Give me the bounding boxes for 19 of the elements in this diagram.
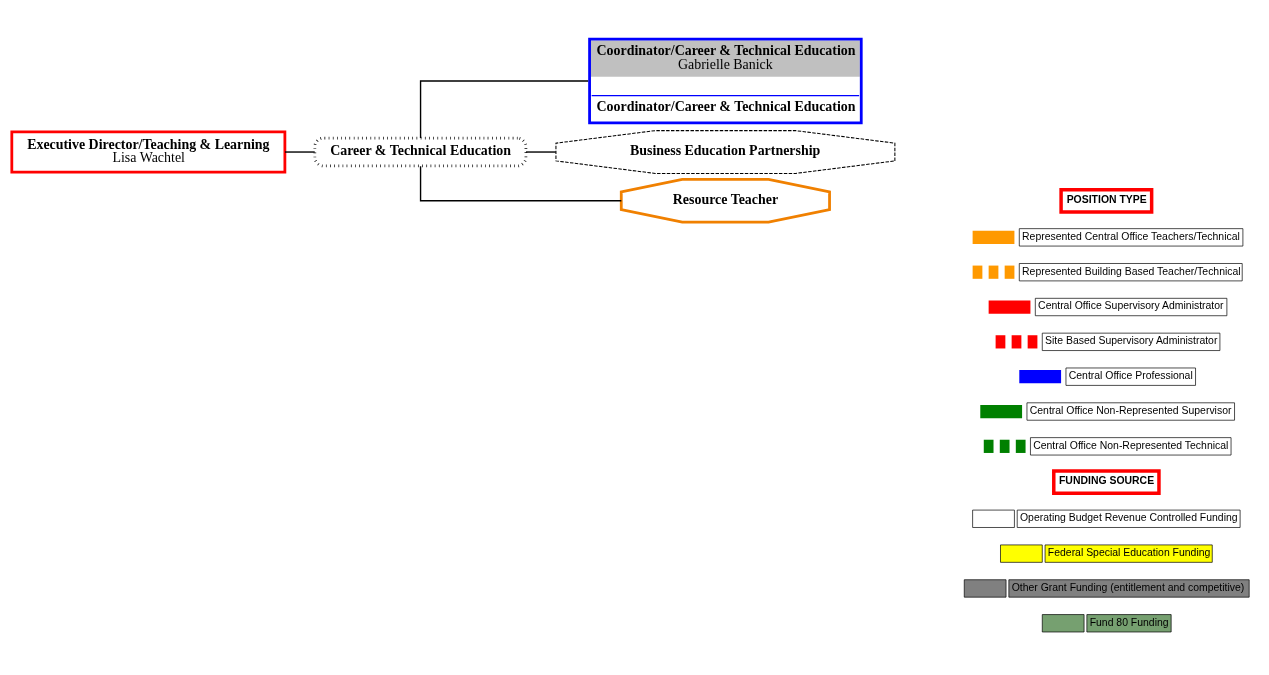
legend-label: Represented Building Based Teacher/Technical	[1022, 265, 1241, 277]
label: POSITION TYPE	[1066, 193, 1147, 205]
legend-label: Site Based Supervisory Administrator	[1045, 335, 1218, 347]
connector	[419, 80, 589, 139]
legend-label: Fund 80 Funding	[1089, 616, 1169, 628]
legend-label: Central Office Supervisory Administrator	[1038, 300, 1224, 312]
legend-label: Other Grant Funding (entitlement and competitive)	[1011, 581, 1245, 593]
legend-label: Central Office Professional	[1068, 370, 1193, 382]
label: FUNDING SOURCE	[1059, 475, 1155, 487]
legend-label: Federal Special Education Funding	[1047, 547, 1211, 559]
node-box: Career & Technical Education	[313, 136, 528, 168]
connector	[284, 151, 316, 153]
legend-label: Central Office Non-Represented Technical	[1033, 439, 1229, 451]
connector	[525, 151, 557, 153]
legend-label: Represented Central Office Teachers/Technical	[1022, 230, 1240, 242]
connector	[419, 165, 623, 202]
legend-label: Operating Budget Revenue Controlled Funding	[1019, 512, 1238, 524]
node-box: Executive Director/Teaching & Learning Lisa Wachtel	[10, 130, 287, 174]
legend-label: Central Office Non-Represented Supervisor	[1029, 404, 1232, 416]
